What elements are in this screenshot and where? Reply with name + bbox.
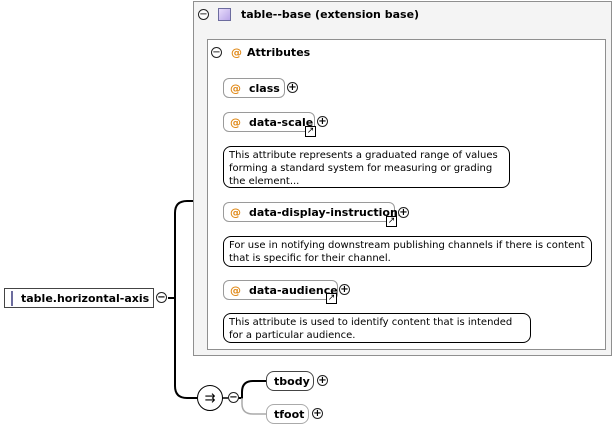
attribute-data-display-instructions-node[interactable]: @ data-display-instructions — [223, 202, 404, 222]
child-tbody-expand-icon[interactable]: + — [317, 374, 328, 386]
root-element-label: table.horizontal-axis — [21, 291, 150, 305]
child-tbody-node[interactable]: tbody — [266, 371, 314, 391]
extension-type-icon — [218, 8, 231, 21]
element-icon — [11, 290, 13, 306]
attributes-label: Attributes — [247, 46, 311, 59]
attribute-name: data-scale — [249, 115, 314, 129]
data-scale-doc-tooltip: This attribute represents a graduated ra… — [223, 146, 510, 188]
attribute-at-icon: @ — [230, 81, 241, 95]
child-tfoot-expand-icon[interactable]: + — [312, 407, 323, 419]
extension-label: table--base (extension base) — [241, 8, 420, 21]
child-tfoot-node[interactable]: tfoot — [266, 404, 309, 424]
attribute-class-expand-icon[interactable]: + — [287, 81, 298, 93]
attribute-name: data-audience — [249, 283, 338, 297]
data-audience-link-icon[interactable]: ↗ — [326, 293, 337, 304]
data-display-instructions-doc-tooltip: For use in notifying downstream publishi… — [223, 236, 592, 267]
attribute-data-scale-node[interactable]: @ data-scale — [223, 112, 315, 132]
attributes-at-icon: @ — [231, 46, 242, 59]
attribute-name: data-display-instructions — [249, 205, 405, 219]
attribute-data-scale-expand-icon[interactable]: + — [317, 115, 328, 127]
data-display-instructions-link-icon[interactable]: ↗ — [386, 216, 397, 227]
attributes-collapse-icon[interactable]: − — [211, 46, 222, 58]
attribute-at-icon: @ — [230, 115, 241, 129]
attribute-name: class — [249, 81, 280, 95]
root-collapse-icon[interactable]: − — [156, 291, 167, 303]
attribute-data-display-instructions-expand-icon[interactable]: + — [398, 206, 409, 218]
attribute-class-node[interactable]: @ class — [223, 78, 285, 98]
child-name: tbody — [274, 374, 310, 388]
sequence-collapse-icon[interactable]: − — [228, 391, 239, 403]
child-name: tfoot — [274, 407, 305, 421]
sequence-compositor-icon[interactable]: ⇉ — [197, 385, 223, 411]
attribute-at-icon: @ — [230, 205, 241, 219]
attribute-at-icon: @ — [230, 283, 241, 297]
attribute-data-audience-node[interactable]: @ data-audience — [223, 280, 338, 300]
extension-collapse-icon[interactable]: − — [198, 8, 209, 20]
data-scale-link-icon[interactable]: ↗ — [305, 126, 316, 137]
data-audience-doc-tooltip: This attribute is used to identify conte… — [223, 313, 531, 343]
attribute-data-audience-expand-icon[interactable]: + — [339, 283, 350, 295]
root-element-node[interactable]: table.horizontal-axis — [4, 288, 154, 308]
